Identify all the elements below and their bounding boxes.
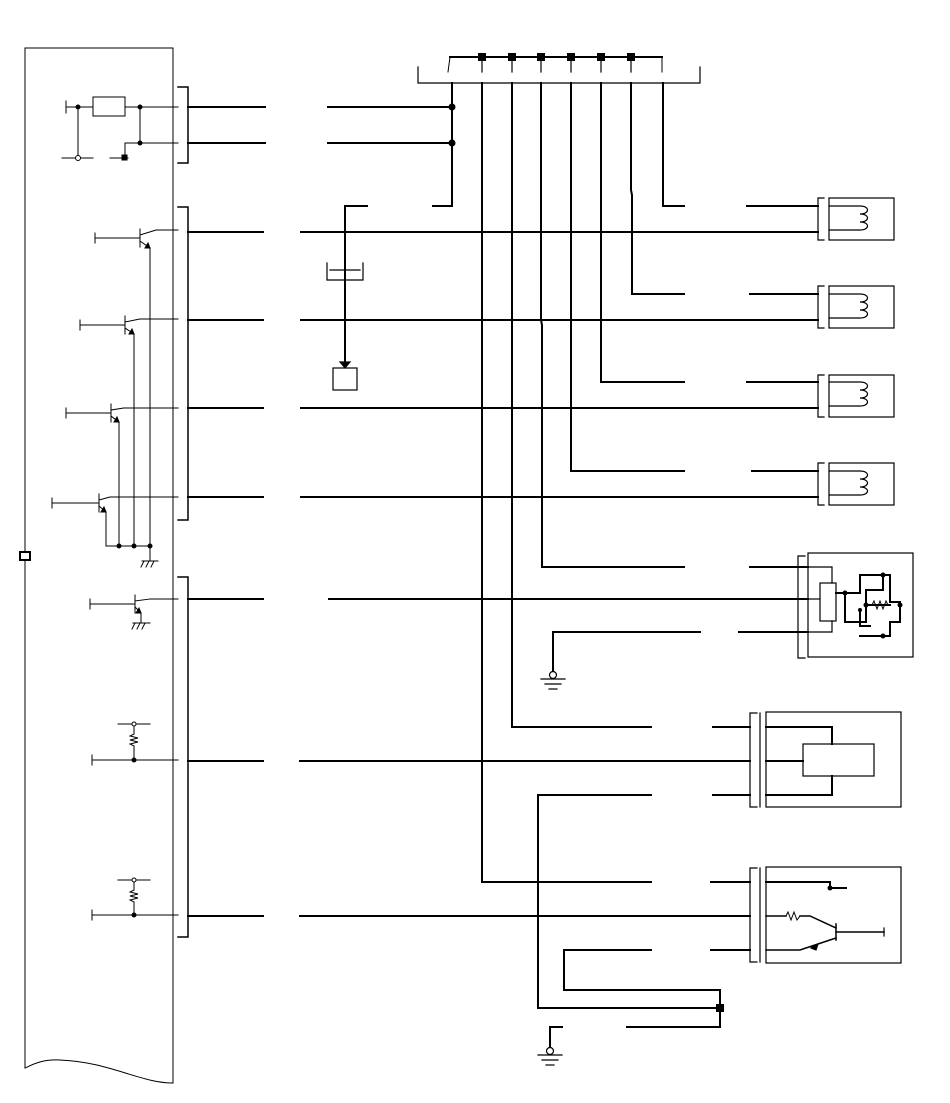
ignition-driver-transistor (89, 594, 179, 630)
bus-connector (417, 53, 701, 84)
connector-bracket-1 (177, 86, 189, 164)
control-unit-outline (24, 47, 174, 1084)
injector-1 (817, 197, 895, 241)
actuator-box (332, 367, 358, 391)
wiring (187, 82, 819, 1049)
connector-bracket-3 (177, 576, 189, 938)
fuse-element (92, 96, 126, 117)
driver-transistors (51, 228, 179, 562)
control-unit-connectors (177, 86, 189, 938)
ignition-module-block (819, 582, 837, 622)
sensor-module-1-element (802, 743, 875, 777)
sensor-module-1 (749, 711, 902, 808)
capacitor-component (326, 262, 364, 391)
connector-bracket-2 (177, 206, 189, 521)
control-unit-gap (19, 551, 31, 561)
ignition-module (797, 552, 914, 659)
injector-4 (817, 462, 895, 506)
sensor-input-circuits (91, 721, 179, 921)
bus-connector-housing (417, 66, 701, 84)
ground-symbol-2 (540, 670, 566, 690)
control-unit (19, 47, 174, 1084)
injectors (817, 197, 895, 506)
power-supply-circuit (61, 96, 179, 161)
injector-3 (817, 374, 895, 418)
sensor-module-2 (749, 866, 902, 964)
injector-2 (817, 285, 895, 329)
ground-symbol-1 (140, 560, 159, 568)
ground-symbol-3 (537, 1046, 563, 1066)
